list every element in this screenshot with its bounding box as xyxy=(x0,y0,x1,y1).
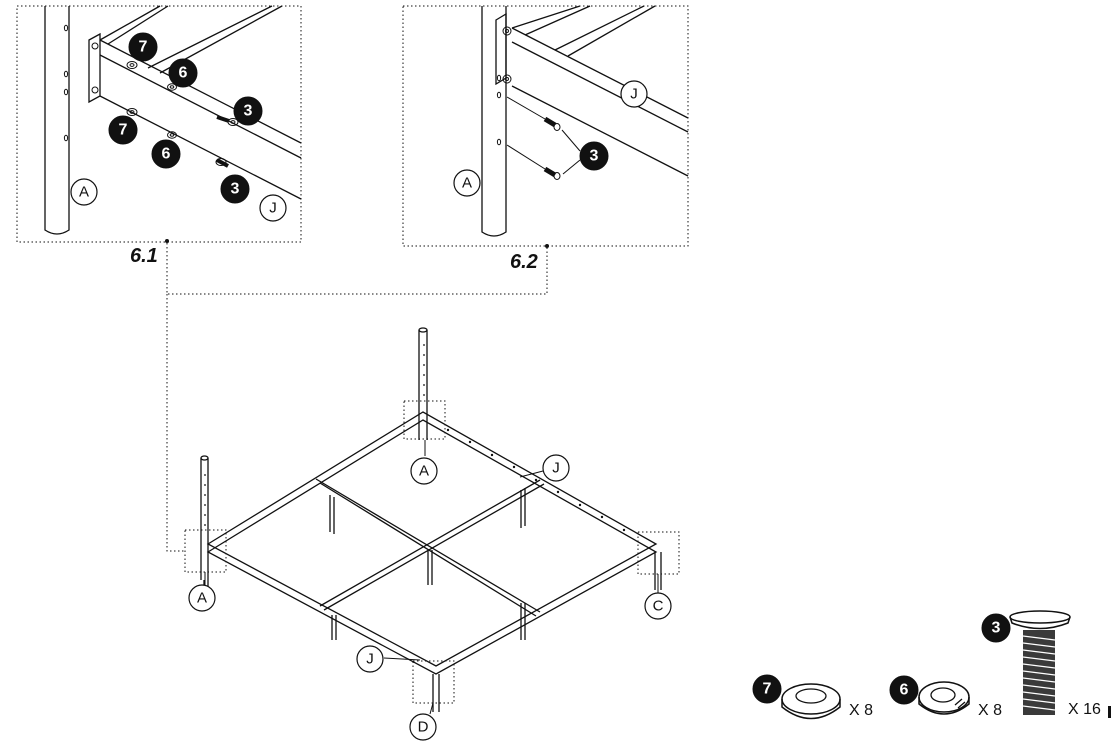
bolt-guide-lines xyxy=(506,96,581,175)
part-label-j: J xyxy=(356,645,384,673)
step-label-6-1: 6.1 xyxy=(130,245,158,267)
callout-7: 7 xyxy=(108,115,138,145)
post-holes xyxy=(496,74,502,146)
bolts-6-2 xyxy=(543,116,561,180)
post-a xyxy=(44,6,70,235)
svg-text:3: 3 xyxy=(590,148,599,165)
svg-text:6: 6 xyxy=(179,65,188,82)
frame-outline-top xyxy=(206,411,658,667)
detail-boxes xyxy=(184,400,680,704)
center-rail-lengthwise xyxy=(315,478,541,617)
qty-label: X 8 xyxy=(978,702,1002,719)
flat-washer-icon xyxy=(781,683,841,720)
callout-3: 3 xyxy=(233,96,263,126)
svg-text:3: 3 xyxy=(231,181,240,198)
part-label-j: J xyxy=(620,80,648,108)
center-rail-crosswise xyxy=(319,479,545,611)
post-holes xyxy=(63,24,69,142)
svg-text:J: J xyxy=(630,86,638,103)
callout-7: 7 xyxy=(752,674,782,704)
callout-3: 3 xyxy=(220,174,250,204)
part-label-a: A xyxy=(410,457,438,485)
detail-6-1: 7 6 3 7 6 3 A J xyxy=(16,5,302,243)
bracket-plate xyxy=(88,32,101,104)
callout-6: 6 xyxy=(151,139,181,169)
svg-text:3: 3 xyxy=(992,620,1001,637)
callout-6: 6 xyxy=(889,675,919,705)
post-left xyxy=(200,458,209,580)
part-label-j: J xyxy=(542,454,570,482)
bracket-plate xyxy=(495,12,507,86)
svg-text:C: C xyxy=(653,598,664,615)
bolts-6-1 xyxy=(216,115,230,168)
svg-text:A: A xyxy=(197,590,207,607)
legs xyxy=(203,488,662,712)
post-holes xyxy=(204,344,425,526)
qty-label: X 16 xyxy=(1068,701,1101,718)
svg-text:7: 7 xyxy=(119,122,128,139)
part-label-j: J xyxy=(259,194,287,222)
svg-text:7: 7 xyxy=(139,39,148,56)
detail-frame xyxy=(16,5,302,243)
callout-6: 6 xyxy=(168,58,198,88)
frame-outline-bottom xyxy=(206,419,658,675)
svg-text:J: J xyxy=(269,200,277,217)
callout-7: 7 xyxy=(128,32,158,62)
svg-text:7: 7 xyxy=(763,681,772,698)
post-a xyxy=(481,6,507,237)
svg-text:3: 3 xyxy=(244,103,253,120)
svg-text:D: D xyxy=(418,719,429,736)
part-label-c: C xyxy=(644,592,672,620)
detail-frame xyxy=(402,5,689,247)
post-back xyxy=(418,330,428,440)
edge-mark xyxy=(1108,706,1111,718)
hardware-legend: 7 X 8 6 X 8 3 X 16 xyxy=(752,610,1101,720)
washers-6-1 xyxy=(126,61,239,166)
part-label-a: A xyxy=(70,178,98,206)
rail-holes xyxy=(446,428,626,532)
detail-connector xyxy=(165,239,549,552)
callout-3: 3 xyxy=(981,613,1011,643)
bolt-icon xyxy=(1009,610,1071,715)
part-label-d: D xyxy=(409,713,437,741)
part-label-a: A xyxy=(453,169,481,197)
svg-text:A: A xyxy=(462,175,472,192)
rail-j xyxy=(511,5,689,177)
detail-6-2: 3 J A xyxy=(402,5,689,247)
callout-3: 3 xyxy=(579,141,609,171)
svg-text:J: J xyxy=(552,460,560,477)
part-label-a: A xyxy=(188,584,216,612)
svg-text:A: A xyxy=(79,184,89,201)
split-lock-washer-icon xyxy=(918,681,970,715)
rail-j xyxy=(99,5,302,200)
svg-text:J: J xyxy=(366,651,374,668)
bed-frame-overview: A J A C J D xyxy=(184,327,680,741)
qty-label: X 8 xyxy=(849,702,873,719)
svg-text:6: 6 xyxy=(900,682,909,699)
step-label-6-2: 6.2 xyxy=(510,251,538,273)
svg-text:A: A xyxy=(419,463,429,480)
leader-lines xyxy=(204,440,659,715)
svg-text:6: 6 xyxy=(162,146,171,163)
